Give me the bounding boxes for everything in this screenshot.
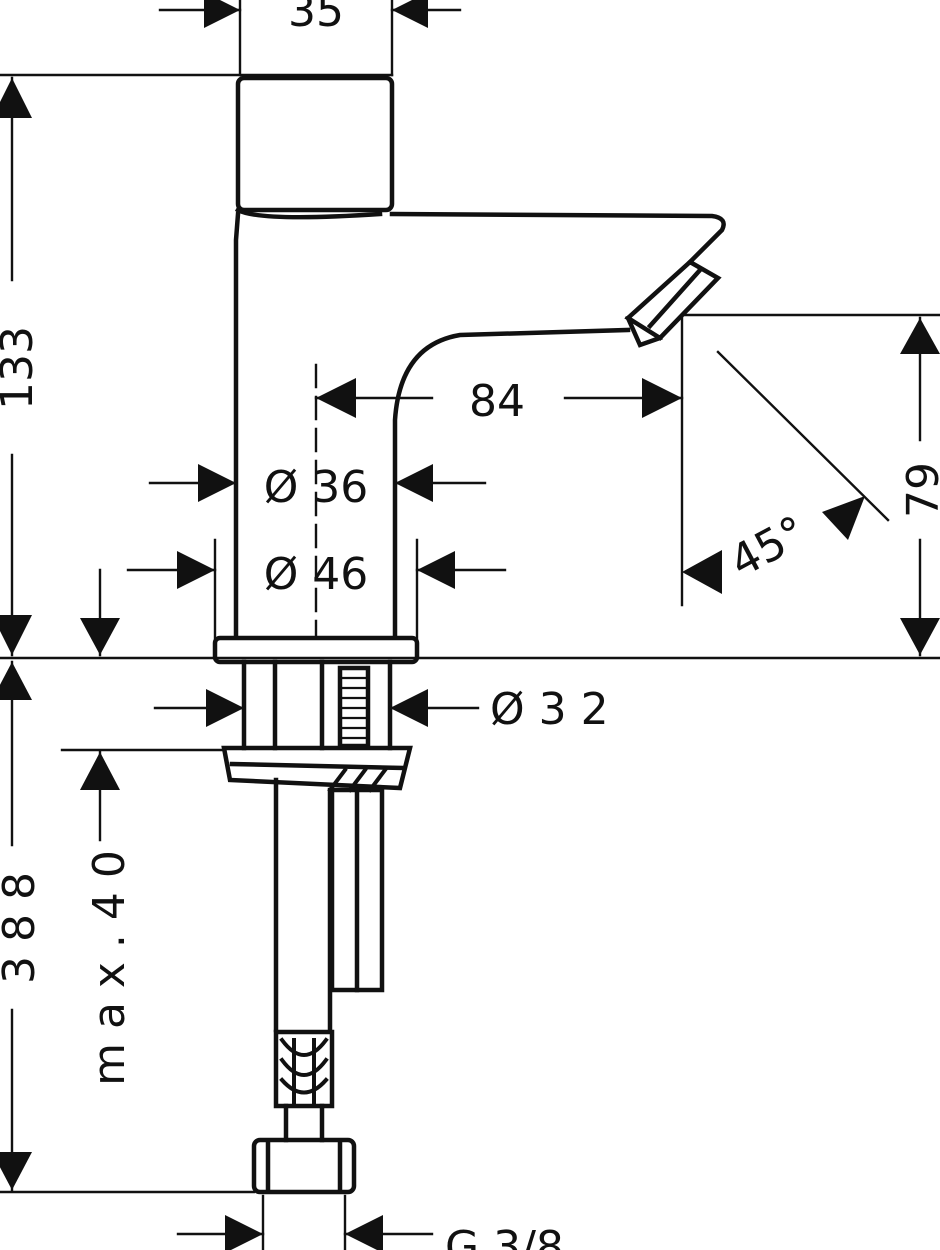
dimension-outlet-angle: 45°: [722, 506, 815, 588]
dimension-inner-diameter: Ø 36: [264, 462, 369, 513]
dimension-top-width: 35: [288, 0, 344, 37]
shank: [241, 659, 393, 751]
aerator: [624, 259, 722, 348]
faucet-body: [212, 75, 726, 1195]
dimension-shank-diameter: Ø 3 2: [490, 684, 609, 735]
dimension-below-deck-length: 3 8 8: [0, 872, 45, 984]
hose-crimp: [273, 1029, 335, 1143]
dimension-outlet-height: 79: [898, 462, 940, 518]
connection-nut: [251, 1137, 357, 1195]
base-ring: [212, 635, 420, 665]
dimension-max-deck-thickness: m a x . 4 0: [84, 850, 135, 1086]
supply-tubes: [273, 777, 385, 1033]
dimension-base-diameter: Ø 46: [264, 549, 369, 600]
dimension-connection-thread: G 3/8: [445, 1222, 564, 1250]
dimension-total-height: 133: [0, 326, 43, 410]
spout-outline: [389, 211, 726, 266]
push-button-cap: [235, 75, 395, 213]
dimension-spout-reach: 84: [469, 376, 525, 427]
fixing-nut: [221, 745, 413, 793]
